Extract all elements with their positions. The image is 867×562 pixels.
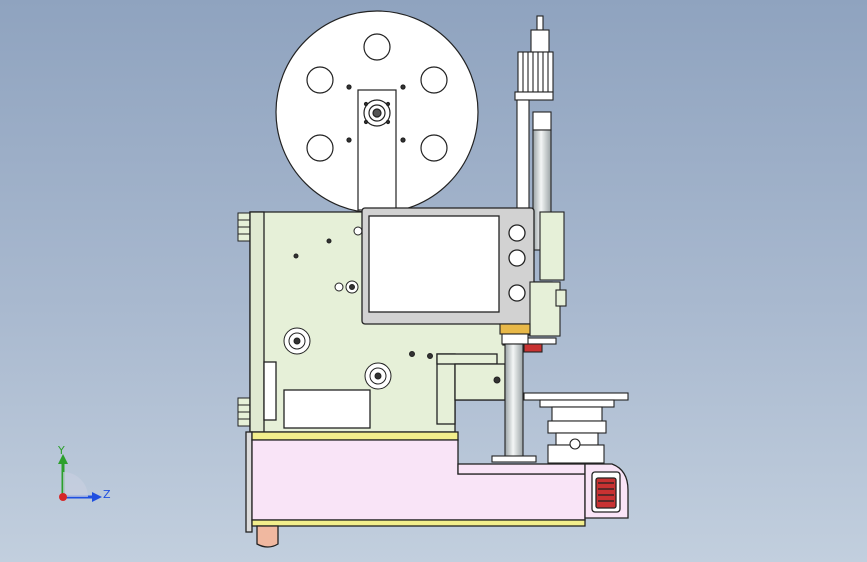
y-axis-label: Y (57, 444, 65, 457)
reel-arm (357, 89, 397, 211)
red-cable-chain (595, 477, 617, 509)
machine-base (245, 431, 629, 548)
guide-column (514, 15, 565, 281)
frame-fasteners (283, 226, 501, 390)
z-axis-label: Z (103, 488, 111, 501)
coordinate-triad-icon: Y Z (57, 444, 111, 502)
applicator-bracket (499, 281, 567, 353)
push-rod (491, 343, 537, 463)
side-knobs (237, 212, 251, 427)
rotary-table (523, 392, 629, 472)
touch-panel-icon (361, 207, 535, 325)
